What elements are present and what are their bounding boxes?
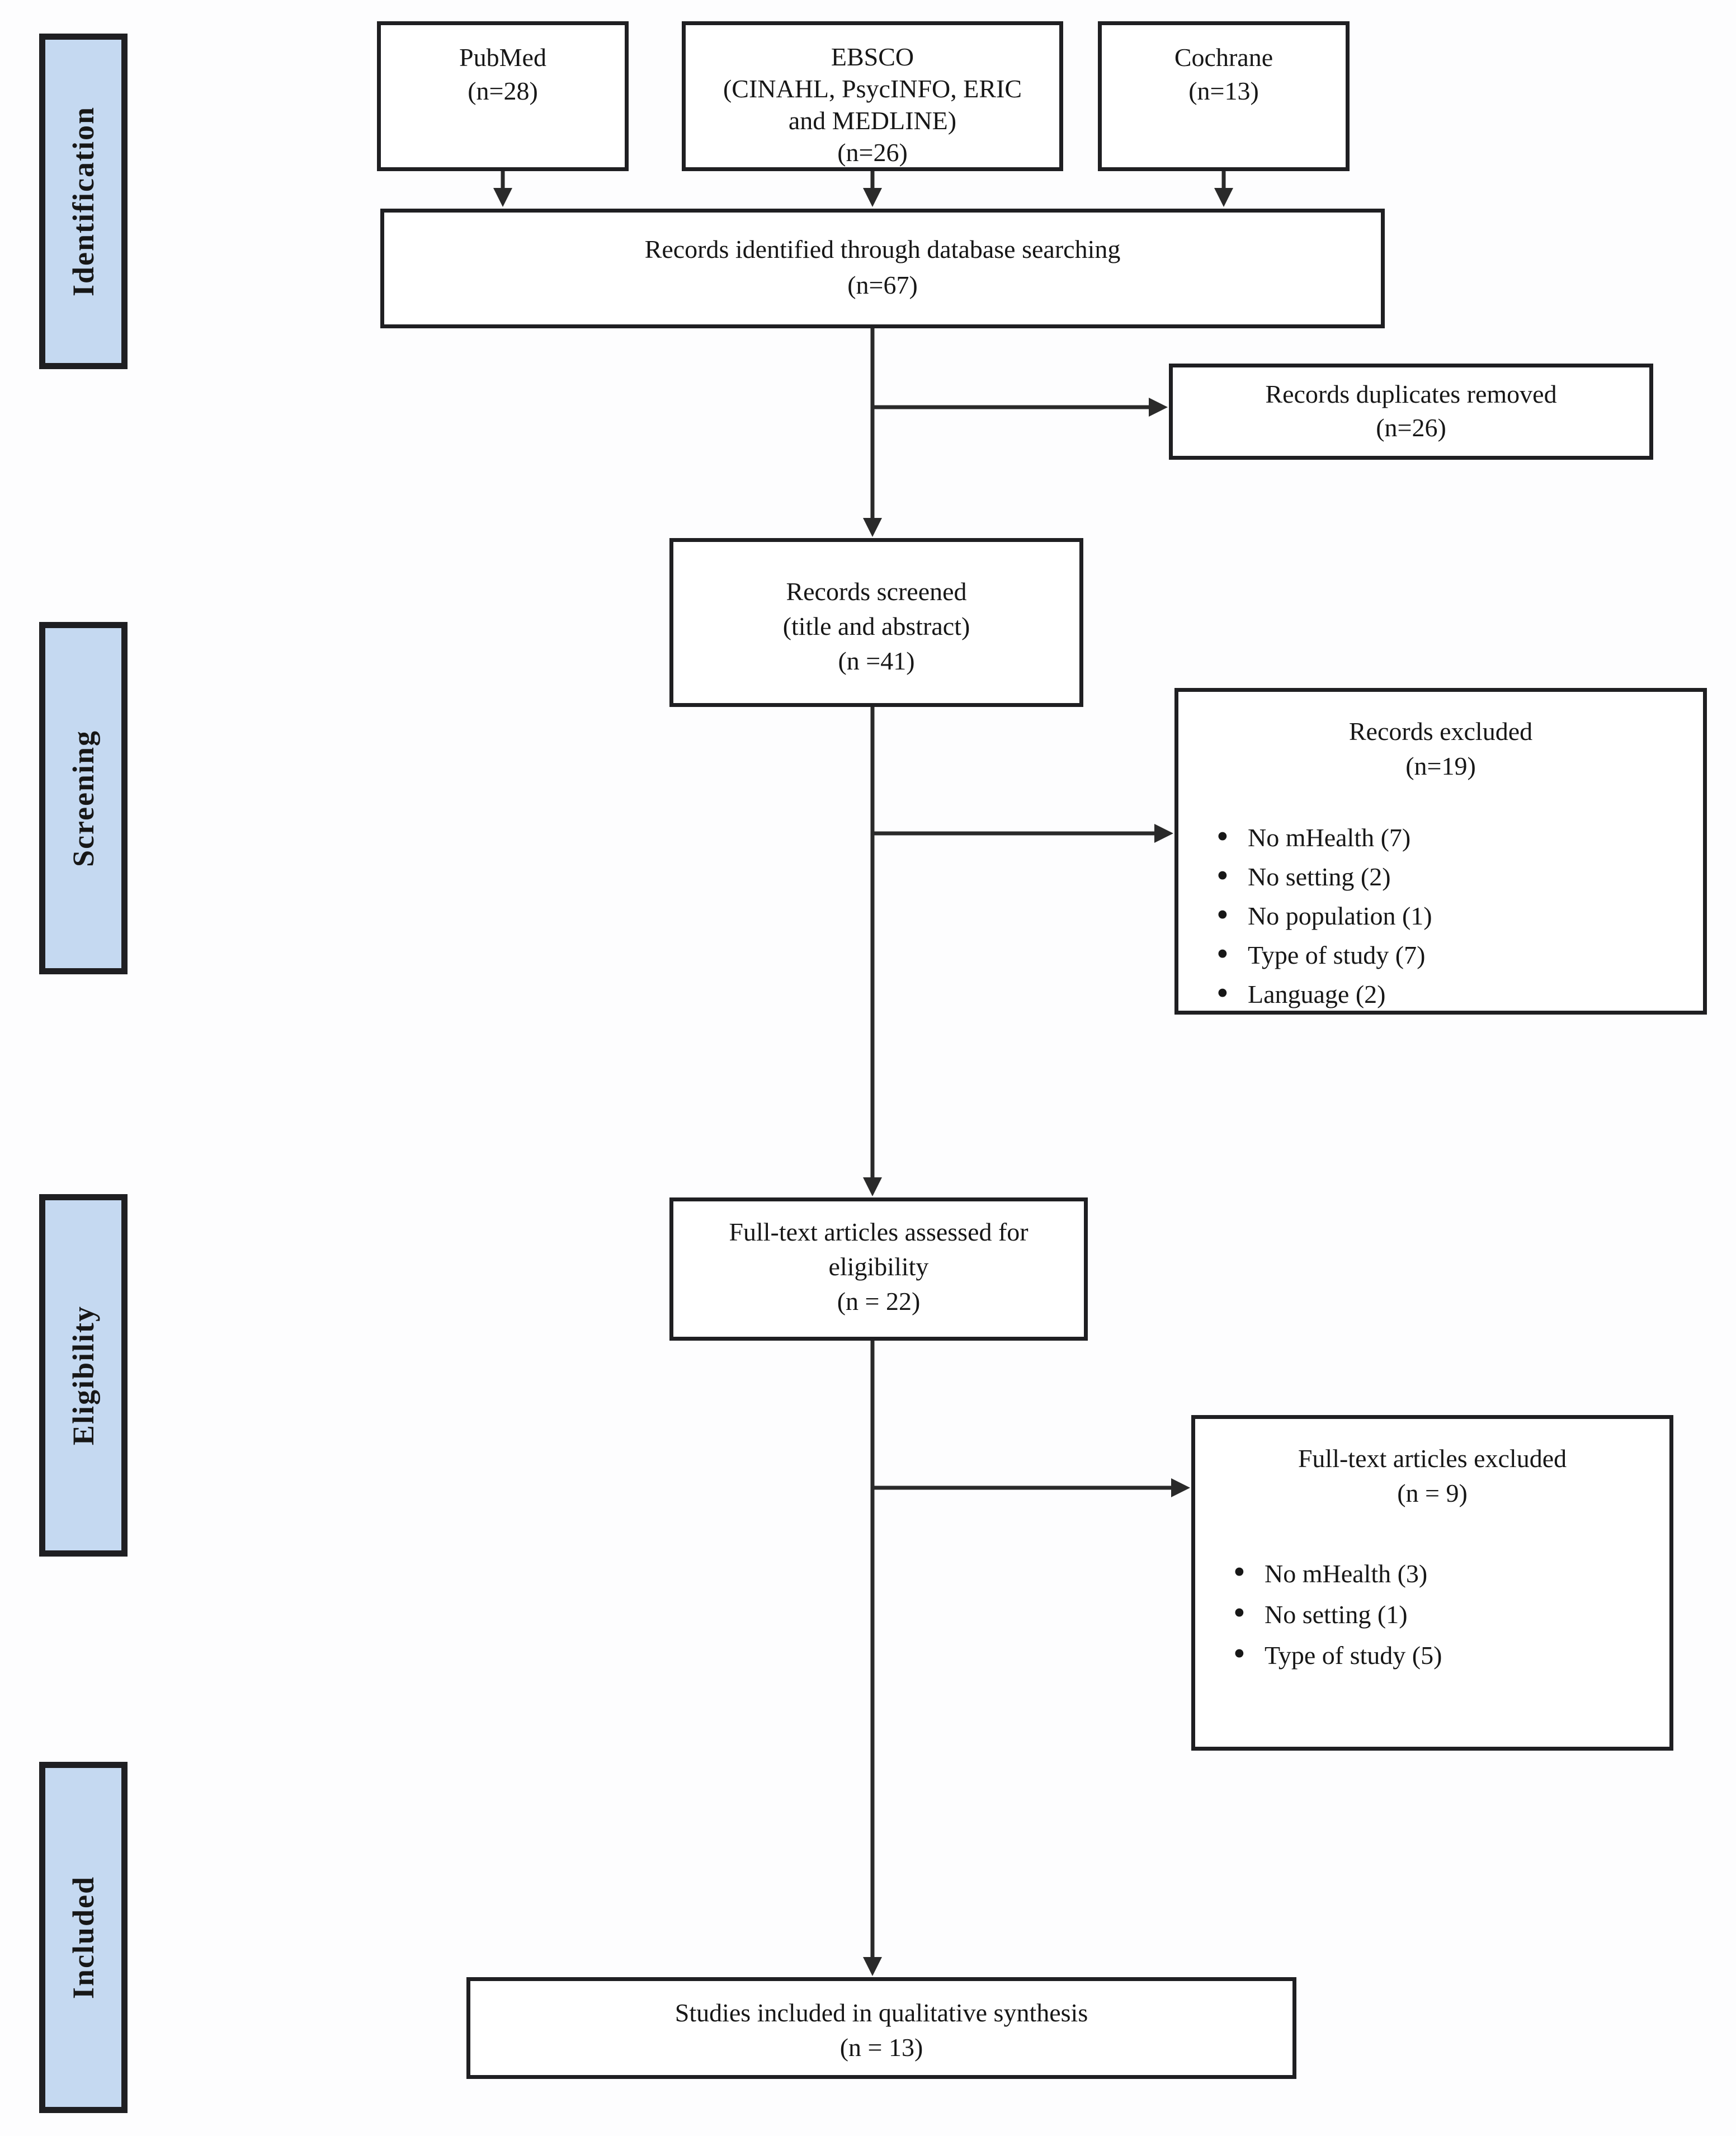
source-count: (n=13) xyxy=(1188,77,1259,105)
source-box-ebsco: EBSCO (CINAHL, PsycINFO, ERIC and MEDLIN… xyxy=(682,21,1063,171)
box-text: Records identified through database sear… xyxy=(644,235,1121,263)
flow-box-fulltext-excluded: Full-text articles excluded (n = 9) No m… xyxy=(1191,1415,1673,1751)
exclusion-reason-list: No mHealth (7) No setting (2) No populat… xyxy=(1215,817,1703,1014)
box-count: (n = 22) xyxy=(837,1287,921,1315)
stage-label-eligibility: Eligibility xyxy=(67,1305,100,1446)
source-box-cochrane: Cochrane (n=13) xyxy=(1098,21,1350,171)
arrow-pubmed-to-identified xyxy=(493,171,512,207)
source-box-pubmed: PubMed (n=28) xyxy=(377,21,629,171)
source-name: EBSCO xyxy=(831,43,914,71)
box-text: (title and abstract) xyxy=(782,612,970,640)
arrow-assessed-to-included xyxy=(863,1341,882,1976)
stage-box-screening: Screening xyxy=(39,622,128,974)
flow-box-records-identified: Records identified through database sear… xyxy=(380,209,1385,328)
source-detail: and MEDLINE) xyxy=(788,106,957,135)
box-text: Full-text articles excluded xyxy=(1298,1444,1567,1473)
flow-box-records-screened: Records screened (title and abstract) (n… xyxy=(669,538,1083,707)
box-text: Records excluded xyxy=(1348,717,1533,746)
flow-box-studies-included: Studies included in qualitative synthesi… xyxy=(466,1977,1296,2079)
exclusion-reason: Type of study (7) xyxy=(1215,935,1703,975)
stage-label-identification: Identification xyxy=(67,106,100,296)
arrow-branch-duplicates-removed xyxy=(872,398,1168,417)
box-text: Full-text articles assessed for xyxy=(729,1218,1029,1246)
box-count: (n=19) xyxy=(1405,752,1476,780)
stage-box-identification: Identification xyxy=(39,34,128,369)
box-count: (n=26) xyxy=(1376,413,1446,442)
exclusion-reason: No population (1) xyxy=(1215,895,1703,936)
arrow-branch-records-excluded xyxy=(872,824,1173,843)
stage-box-included: Included xyxy=(39,1762,128,2113)
exclusion-reason: No mHealth (3) xyxy=(1232,1552,1669,1594)
box-text: Records duplicates removed xyxy=(1265,380,1557,408)
source-count: (n=26) xyxy=(837,138,908,167)
box-text: Studies included in qualitative synthesi… xyxy=(674,1998,1088,2027)
source-count: (n=28) xyxy=(468,77,538,105)
arrow-identified-to-screened xyxy=(863,328,882,537)
source-name: PubMed xyxy=(459,43,546,72)
source-detail: (CINAHL, PsycINFO, ERIC xyxy=(723,74,1022,103)
exclusion-reason: Language (2) xyxy=(1215,974,1703,1014)
stage-label-screening: Screening xyxy=(67,729,100,867)
source-name: Cochrane xyxy=(1174,43,1273,72)
exclusion-reason: No setting (1) xyxy=(1232,1593,1669,1635)
box-text: eligibility xyxy=(828,1252,929,1281)
box-text: Records screened xyxy=(786,577,967,606)
flow-box-fulltext-assessed: Full-text articles assessed for eligibil… xyxy=(669,1197,1088,1341)
flow-box-records-excluded: Records excluded (n=19) No mHealth (7) N… xyxy=(1174,688,1707,1015)
exclusion-reason-list: No mHealth (3) No setting (1) Type of st… xyxy=(1232,1552,1669,1676)
arrow-branch-fulltext-excluded xyxy=(872,1478,1190,1497)
box-count: (n =41) xyxy=(838,647,915,675)
box-count: (n = 13) xyxy=(839,2033,923,2062)
flow-box-duplicates-removed: Records duplicates removed (n=26) xyxy=(1169,364,1653,460)
box-count: (n = 9) xyxy=(1397,1479,1468,1507)
arrow-ebsco-to-identified xyxy=(863,171,882,207)
exclusion-reason: No setting (2) xyxy=(1215,856,1703,897)
arrow-screened-to-assessed xyxy=(863,707,882,1196)
stage-box-eligibility: Eligibility xyxy=(39,1194,128,1557)
exclusion-reason: Type of study (5) xyxy=(1232,1634,1669,1676)
box-count: (n=67) xyxy=(847,271,918,299)
arrow-cochrane-to-identified xyxy=(1214,171,1233,207)
exclusion-reason: No mHealth (7) xyxy=(1215,817,1703,857)
stage-label-included: Included xyxy=(67,1875,100,2000)
